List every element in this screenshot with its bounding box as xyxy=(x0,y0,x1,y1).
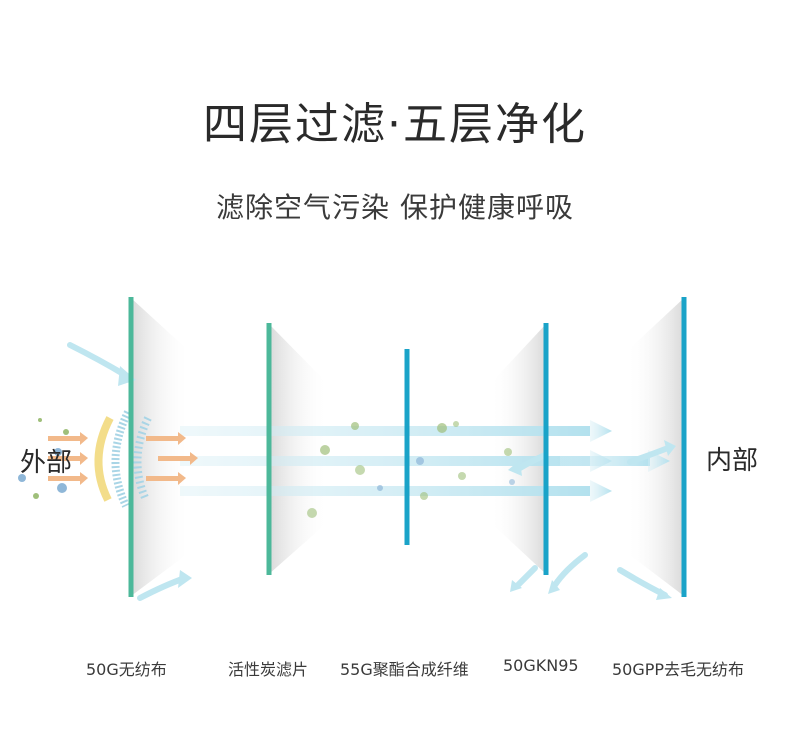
panel-shape-2 xyxy=(269,324,328,574)
layer-label-3: 55G聚酯合成纤维 xyxy=(340,660,469,679)
panel-shape-4 xyxy=(490,324,546,574)
filter-lines xyxy=(128,297,687,597)
inside-label: 内部 xyxy=(706,446,759,476)
filtration-diagram xyxy=(18,297,687,601)
airflow-arrows xyxy=(180,420,670,502)
panel-shape-1 xyxy=(131,298,190,596)
pollutant-particles xyxy=(18,418,515,518)
layer-label-1: 50G无纺布 xyxy=(86,660,167,679)
outside-label: 外部 xyxy=(20,448,73,478)
page-title: 四层过滤·五层净化 xyxy=(203,99,587,150)
incoming-orange-arrows xyxy=(48,432,198,485)
page-subtitle: 滤除空气污染 保护健康呼吸 xyxy=(216,191,574,224)
incoming-waves xyxy=(94,410,152,508)
layer-label-4: 50GKN95 xyxy=(503,656,579,675)
layer-label-2: 活性炭滤片 xyxy=(228,660,309,679)
panel-shape-5 xyxy=(626,298,684,596)
layer-label-5: 50GPP去毛无纺布 xyxy=(612,660,745,679)
